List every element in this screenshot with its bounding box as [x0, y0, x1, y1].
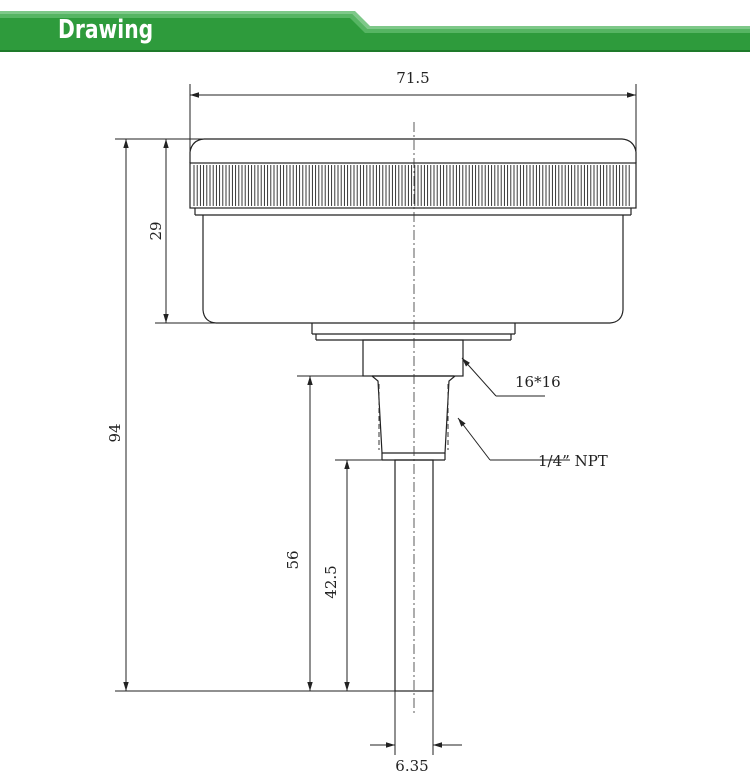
dim-overall-height: 94 [106, 423, 124, 442]
label-hex-size: 16*16 [515, 373, 561, 391]
knurl-pattern [193, 165, 630, 206]
label-thread: 1/4” NPT [538, 452, 608, 470]
header-band [0, 11, 750, 52]
gauge-outline [189, 138, 637, 692]
dim-case-depth: 29 [147, 221, 165, 240]
section-header: Drawing [0, 0, 750, 60]
dimension-lines [115, 84, 637, 755]
dim-stem-length: 56 [284, 550, 302, 569]
dim-stem-diameter: 6.35 [395, 757, 428, 775]
dim-insertion-length: 42.5 [322, 565, 340, 598]
section-title: Drawing [58, 15, 154, 45]
hidden-lines [378, 122, 449, 715]
dim-overall-width: 71.5 [396, 69, 429, 87]
